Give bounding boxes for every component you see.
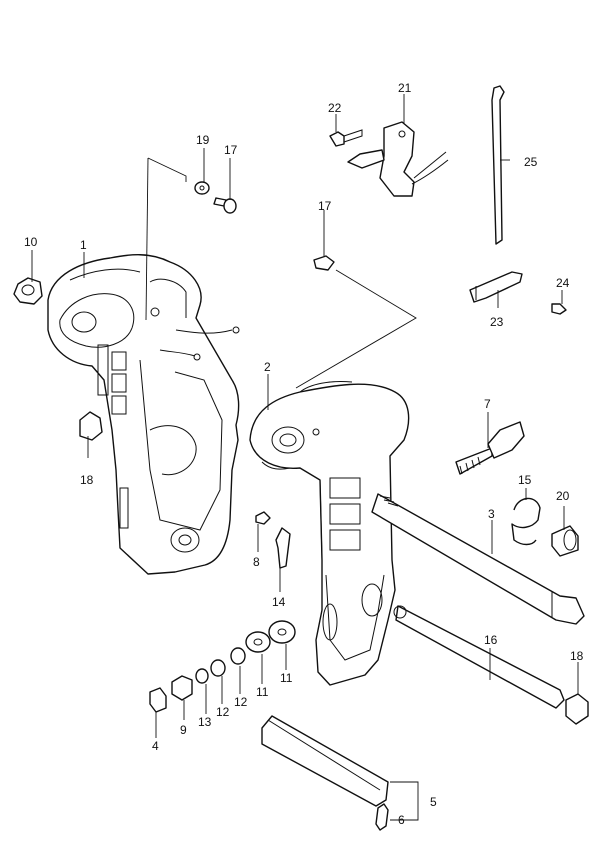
rod-16	[393, 605, 565, 709]
nut-10	[13, 277, 43, 305]
callout-6: 6	[398, 813, 405, 827]
callout-labels: 1 2 3 4 5 6 7 8 9 10 11 11 12 12 13 14 1…	[24, 81, 584, 827]
screw-24	[551, 303, 567, 315]
nut-18-left	[79, 411, 103, 441]
callout-11b: 11	[280, 671, 293, 685]
callout-23: 23	[490, 315, 504, 329]
screw-6	[375, 803, 389, 831]
screw-17-mid	[313, 255, 335, 271]
callout-2: 2	[264, 360, 271, 374]
nut-18-right	[565, 693, 589, 725]
callout-13: 13	[198, 715, 212, 729]
callout-16: 16	[484, 633, 498, 647]
callout-18b: 18	[570, 649, 584, 663]
clamp-bracket-left	[47, 254, 240, 575]
washer-12a	[230, 647, 246, 665]
screw-22	[329, 129, 363, 147]
bushing-20	[551, 525, 579, 557]
callout-17b: 17	[318, 199, 332, 213]
callout-18a: 18	[80, 473, 94, 487]
callout-24: 24	[556, 276, 570, 290]
callout-9: 9	[180, 723, 187, 737]
callout-12b: 12	[216, 705, 230, 719]
callout-19: 19	[196, 133, 210, 147]
clip-14	[275, 527, 291, 569]
callout-3: 3	[488, 507, 495, 521]
callout-1: 1	[80, 238, 87, 252]
callout-5: 5	[430, 795, 437, 809]
leader-lines	[31, 94, 579, 821]
screw-8	[255, 511, 271, 525]
washer-19	[194, 181, 210, 195]
callout-14: 14	[272, 595, 286, 609]
nut-9	[171, 675, 193, 701]
clip-15	[511, 497, 541, 546]
switch-assembly-21	[347, 121, 449, 197]
cable-tie-25	[491, 85, 505, 245]
washer-12b	[210, 659, 226, 677]
washer-11a	[268, 620, 296, 644]
callout-25: 25	[524, 155, 538, 169]
washer-11b	[245, 631, 271, 653]
callout-12a: 12	[234, 695, 248, 709]
tie-rod-plate-5	[261, 715, 389, 807]
callout-15: 15	[518, 473, 532, 487]
callout-21: 21	[398, 81, 412, 95]
cap-4	[149, 687, 167, 713]
callout-4: 4	[152, 739, 159, 753]
callout-22: 22	[328, 101, 342, 115]
callout-11a: 11	[256, 685, 269, 699]
washer-13	[195, 668, 209, 684]
bolt-7	[455, 421, 525, 475]
callout-17a: 17	[224, 143, 238, 157]
callout-20: 20	[556, 489, 570, 503]
callout-10: 10	[24, 235, 38, 249]
callout-7: 7	[484, 397, 491, 411]
screw-17-top	[213, 197, 237, 214]
clamp-rod	[371, 493, 585, 625]
clamp-bracket-right	[249, 381, 410, 686]
callout-8: 8	[253, 555, 260, 569]
bracket-23	[469, 271, 523, 303]
